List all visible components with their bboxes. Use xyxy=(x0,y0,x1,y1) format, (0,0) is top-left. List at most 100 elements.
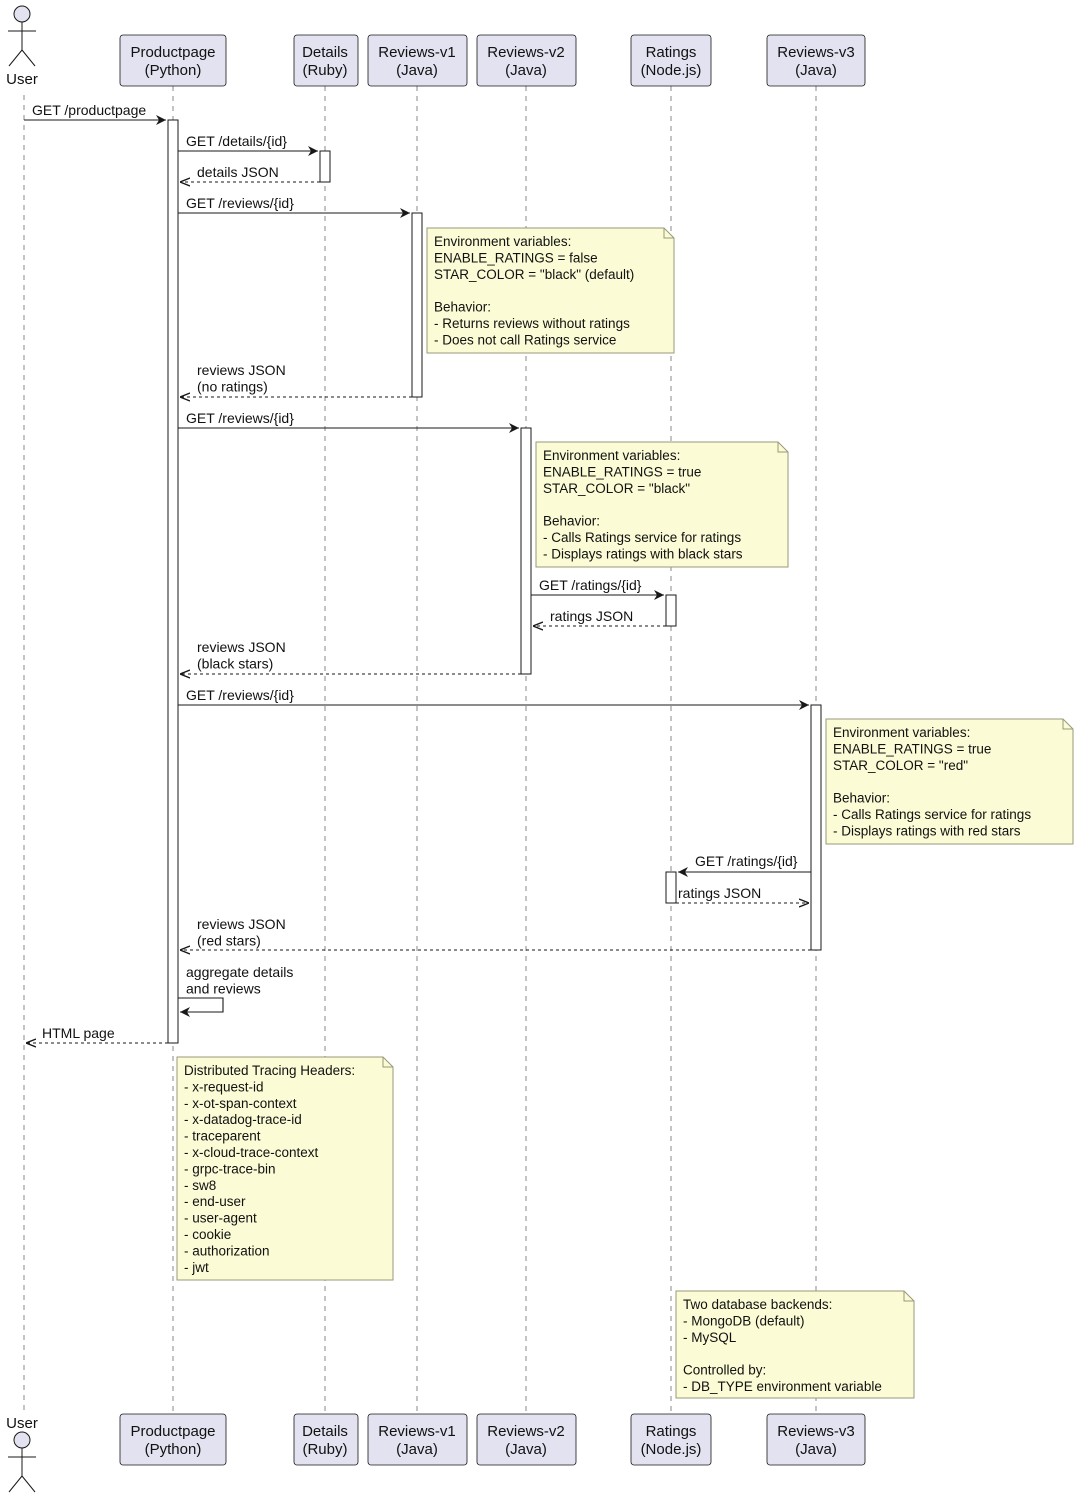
participant-label: (Python) xyxy=(145,1441,202,1458)
participant-label: (Java) xyxy=(396,1441,438,1458)
note-line: ENABLE_RATINGS = true xyxy=(833,741,991,756)
message-6: GET /ratings/{id} xyxy=(531,577,664,600)
participant-label: Reviews-v3 xyxy=(777,1423,855,1440)
note-line: - DB_TYPE environment variable xyxy=(683,1379,882,1394)
participant-reviews-v3-top: Reviews-v3(Java) xyxy=(766,34,866,87)
participant-label: (Java) xyxy=(396,62,438,79)
participant-reviews-v1-top: Reviews-v1(Java) xyxy=(367,34,468,87)
message-label: (black stars) xyxy=(197,656,273,672)
participant-productpage-bottom: Productpage(Python) xyxy=(119,1413,227,1466)
participant-label: Ratings xyxy=(646,44,697,61)
message-label: (no ratings) xyxy=(197,379,268,395)
message-7: ratings JSON xyxy=(533,608,666,626)
participant-details-top: Details(Ruby) xyxy=(293,34,359,87)
participant-reviews-v2-top: Reviews-v2(Java) xyxy=(476,34,577,87)
activation-reviews-v2 xyxy=(520,427,532,675)
note-line: - user-agent xyxy=(184,1211,257,1226)
message-label: GET /details/{id} xyxy=(186,133,287,149)
participant-label: Reviews-v3 xyxy=(777,44,855,61)
note-line: Distributed Tracing Headers: xyxy=(184,1063,355,1078)
note-line: - Displays ratings with red stars xyxy=(833,823,1021,838)
message-label: and reviews xyxy=(186,981,261,997)
participant-label: Reviews-v1 xyxy=(378,44,456,61)
message-label: (red stars) xyxy=(197,933,261,949)
activations xyxy=(167,119,822,1044)
message-8: reviews JSON(black stars) xyxy=(180,639,521,674)
message-14: HTML page xyxy=(26,1025,168,1043)
actor-user-top: User xyxy=(6,5,38,88)
message-label: HTML page xyxy=(42,1025,115,1041)
note-line: - traceparent xyxy=(184,1129,261,1144)
message-5: GET /reviews/{id} xyxy=(178,410,519,433)
activation-reviews-v3 xyxy=(810,704,822,951)
note-line: - x-datadog-trace-id xyxy=(184,1112,302,1127)
participant-label: Productpage xyxy=(130,1423,215,1440)
participant-label: Details xyxy=(302,44,348,61)
participant-label: Reviews-v1 xyxy=(378,1423,456,1440)
participant-label: Reviews-v2 xyxy=(487,1423,565,1440)
participant-details-bottom: Details(Ruby) xyxy=(293,1413,359,1466)
note-line: - authorization xyxy=(184,1243,270,1258)
note-line: Environment variables: xyxy=(434,234,571,249)
note-line: ENABLE_RATINGS = true xyxy=(543,464,701,479)
note-line: - end-user xyxy=(184,1194,246,1209)
note-line: - MySQL xyxy=(683,1330,737,1345)
participant-reviews-v1-bottom: Reviews-v1(Java) xyxy=(367,1413,468,1466)
message-label: details JSON xyxy=(197,164,279,180)
message-label: GET /ratings/{id} xyxy=(695,853,798,869)
activation-reviews-v1 xyxy=(411,212,423,398)
message-label: GET /reviews/{id} xyxy=(186,687,294,703)
note-reviews-v1-config: Environment variables:ENABLE_RATINGS = f… xyxy=(426,227,675,354)
participant-productpage-top: Productpage(Python) xyxy=(119,34,227,87)
participant-label: Details xyxy=(302,1423,348,1440)
message-label: reviews JSON xyxy=(197,362,286,378)
participant-label: (Java) xyxy=(795,62,837,79)
note-line: STAR_COLOR = "black" (default) xyxy=(434,267,634,282)
note-reviews-v2-config: Environment variables:ENABLE_RATINGS = t… xyxy=(535,441,789,568)
note-line: - x-request-id xyxy=(184,1079,264,1094)
participant-label: (Node.js) xyxy=(641,1441,702,1458)
message-3: GET /reviews/{id} xyxy=(178,195,410,218)
note-line: Behavior: xyxy=(833,791,890,806)
message-label: aggregate details xyxy=(186,964,293,980)
actor-label: User xyxy=(6,71,38,88)
message-0: GET /productpage xyxy=(24,102,166,125)
participant-label: (Ruby) xyxy=(302,1441,347,1458)
note-line: Behavior: xyxy=(543,514,600,529)
activation-productpage xyxy=(167,119,179,1044)
message-arrow xyxy=(178,997,224,1017)
note-line: - Displays ratings with black stars xyxy=(543,546,743,561)
activation-details xyxy=(319,150,331,183)
activation-ratings xyxy=(665,871,677,904)
participant-ratings-top: Ratings(Node.js) xyxy=(630,34,712,87)
message-label: GET /productpage xyxy=(32,102,146,118)
participant-label: (Ruby) xyxy=(302,62,347,79)
participant-label: (Python) xyxy=(145,62,202,79)
note-line: Environment variables: xyxy=(543,448,680,463)
note-database-backends: Two database backends:- MongoDB (default… xyxy=(675,1290,915,1399)
message-9: GET /reviews/{id} xyxy=(178,687,809,710)
participant-label: (Java) xyxy=(505,62,547,79)
note-line: STAR_COLOR = "red" xyxy=(833,758,968,773)
participant-ratings-bottom: Ratings(Node.js) xyxy=(630,1413,712,1466)
note-line: - x-cloud-trace-context xyxy=(184,1145,319,1160)
participant-label: Reviews-v2 xyxy=(487,44,565,61)
note-line: - Calls Ratings service for ratings xyxy=(543,530,741,545)
note-line: - MongoDB (default) xyxy=(683,1313,805,1328)
participant-label: (Java) xyxy=(795,1441,837,1458)
note-line: - sw8 xyxy=(184,1178,216,1193)
note-line: - grpc-trace-bin xyxy=(184,1161,276,1176)
message-1: GET /details/{id} xyxy=(178,133,318,156)
participant-reviews-v2-bottom: Reviews-v2(Java) xyxy=(476,1413,577,1466)
note-line: Two database backends: xyxy=(683,1297,832,1312)
message-label: ratings JSON xyxy=(550,608,633,624)
message-10: GET /ratings/{id} xyxy=(678,853,811,877)
note-reviews-v3-config: Environment variables:ENABLE_RATINGS = t… xyxy=(825,718,1074,845)
actor-label: User xyxy=(6,1415,38,1432)
message-12: reviews JSON(red stars) xyxy=(180,916,811,950)
note-line: Environment variables: xyxy=(833,725,970,740)
note-line: Controlled by: xyxy=(683,1363,766,1378)
message-label: GET /reviews/{id} xyxy=(186,195,294,211)
activation-ratings xyxy=(665,594,677,627)
